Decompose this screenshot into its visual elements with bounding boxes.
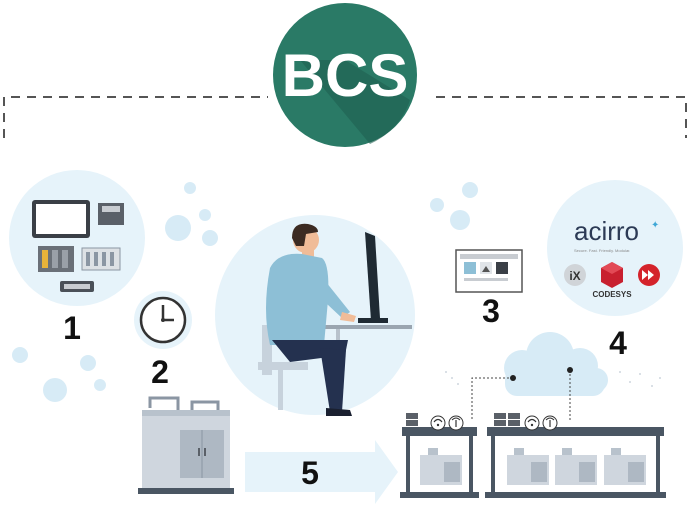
machine-station-large: [485, 413, 666, 498]
monitor-icon: [358, 232, 388, 323]
dashboard-group: 3: [455, 249, 523, 329]
codesys-cube-icon: [601, 262, 623, 288]
dot-grid-decoration: [445, 371, 661, 387]
machine-unit-left: [138, 396, 234, 494]
transfer-arrow: 5: [245, 440, 398, 504]
step-label-1: 1: [63, 310, 81, 346]
signal-icon: [448, 415, 464, 431]
worker-illustration: [215, 215, 415, 416]
acirro-tagline: Secure. Fast. Friendly. Modular.: [574, 248, 630, 253]
step-label-4: 4: [609, 325, 627, 361]
cloud-icon: [504, 332, 608, 396]
logo-text: BCS: [282, 42, 409, 109]
terminal-block-icon: [81, 247, 121, 271]
wifi-icon: [524, 415, 540, 431]
step-label-5: 5: [301, 455, 319, 491]
remote-unit-icon: [60, 281, 94, 292]
hardware-devices-group: 1: [9, 170, 145, 346]
step-label-2: 2: [151, 354, 169, 390]
person: [266, 223, 356, 416]
ix-logo-icon: iX: [564, 264, 586, 286]
dashed-frame: [3, 96, 687, 138]
decorative-bubbles: [12, 182, 478, 402]
touch-panel-icon: [32, 200, 90, 238]
signal-icon: [542, 415, 558, 431]
wifi-icon: [430, 415, 446, 431]
chair: [258, 325, 308, 410]
clock-group: 2: [134, 291, 192, 390]
software-partners-group: acirro ✦ Secure. Fast. Friendly. Modular…: [547, 180, 683, 361]
bcs-logo: BCS: [273, 3, 417, 147]
cloud-connectors: [471, 370, 571, 420]
fast-forward-logo-icon: [638, 264, 660, 286]
acirro-logo: acirro: [574, 216, 639, 246]
io-module-icon: [38, 246, 74, 272]
acirro-star-icon: ✦: [651, 220, 659, 231]
controller-icon: [98, 203, 124, 225]
svg-text:iX: iX: [569, 269, 580, 283]
step-label-3: 3: [482, 293, 500, 329]
codesys-label: CODESYS: [592, 290, 632, 299]
machine-station-small: [400, 413, 479, 498]
